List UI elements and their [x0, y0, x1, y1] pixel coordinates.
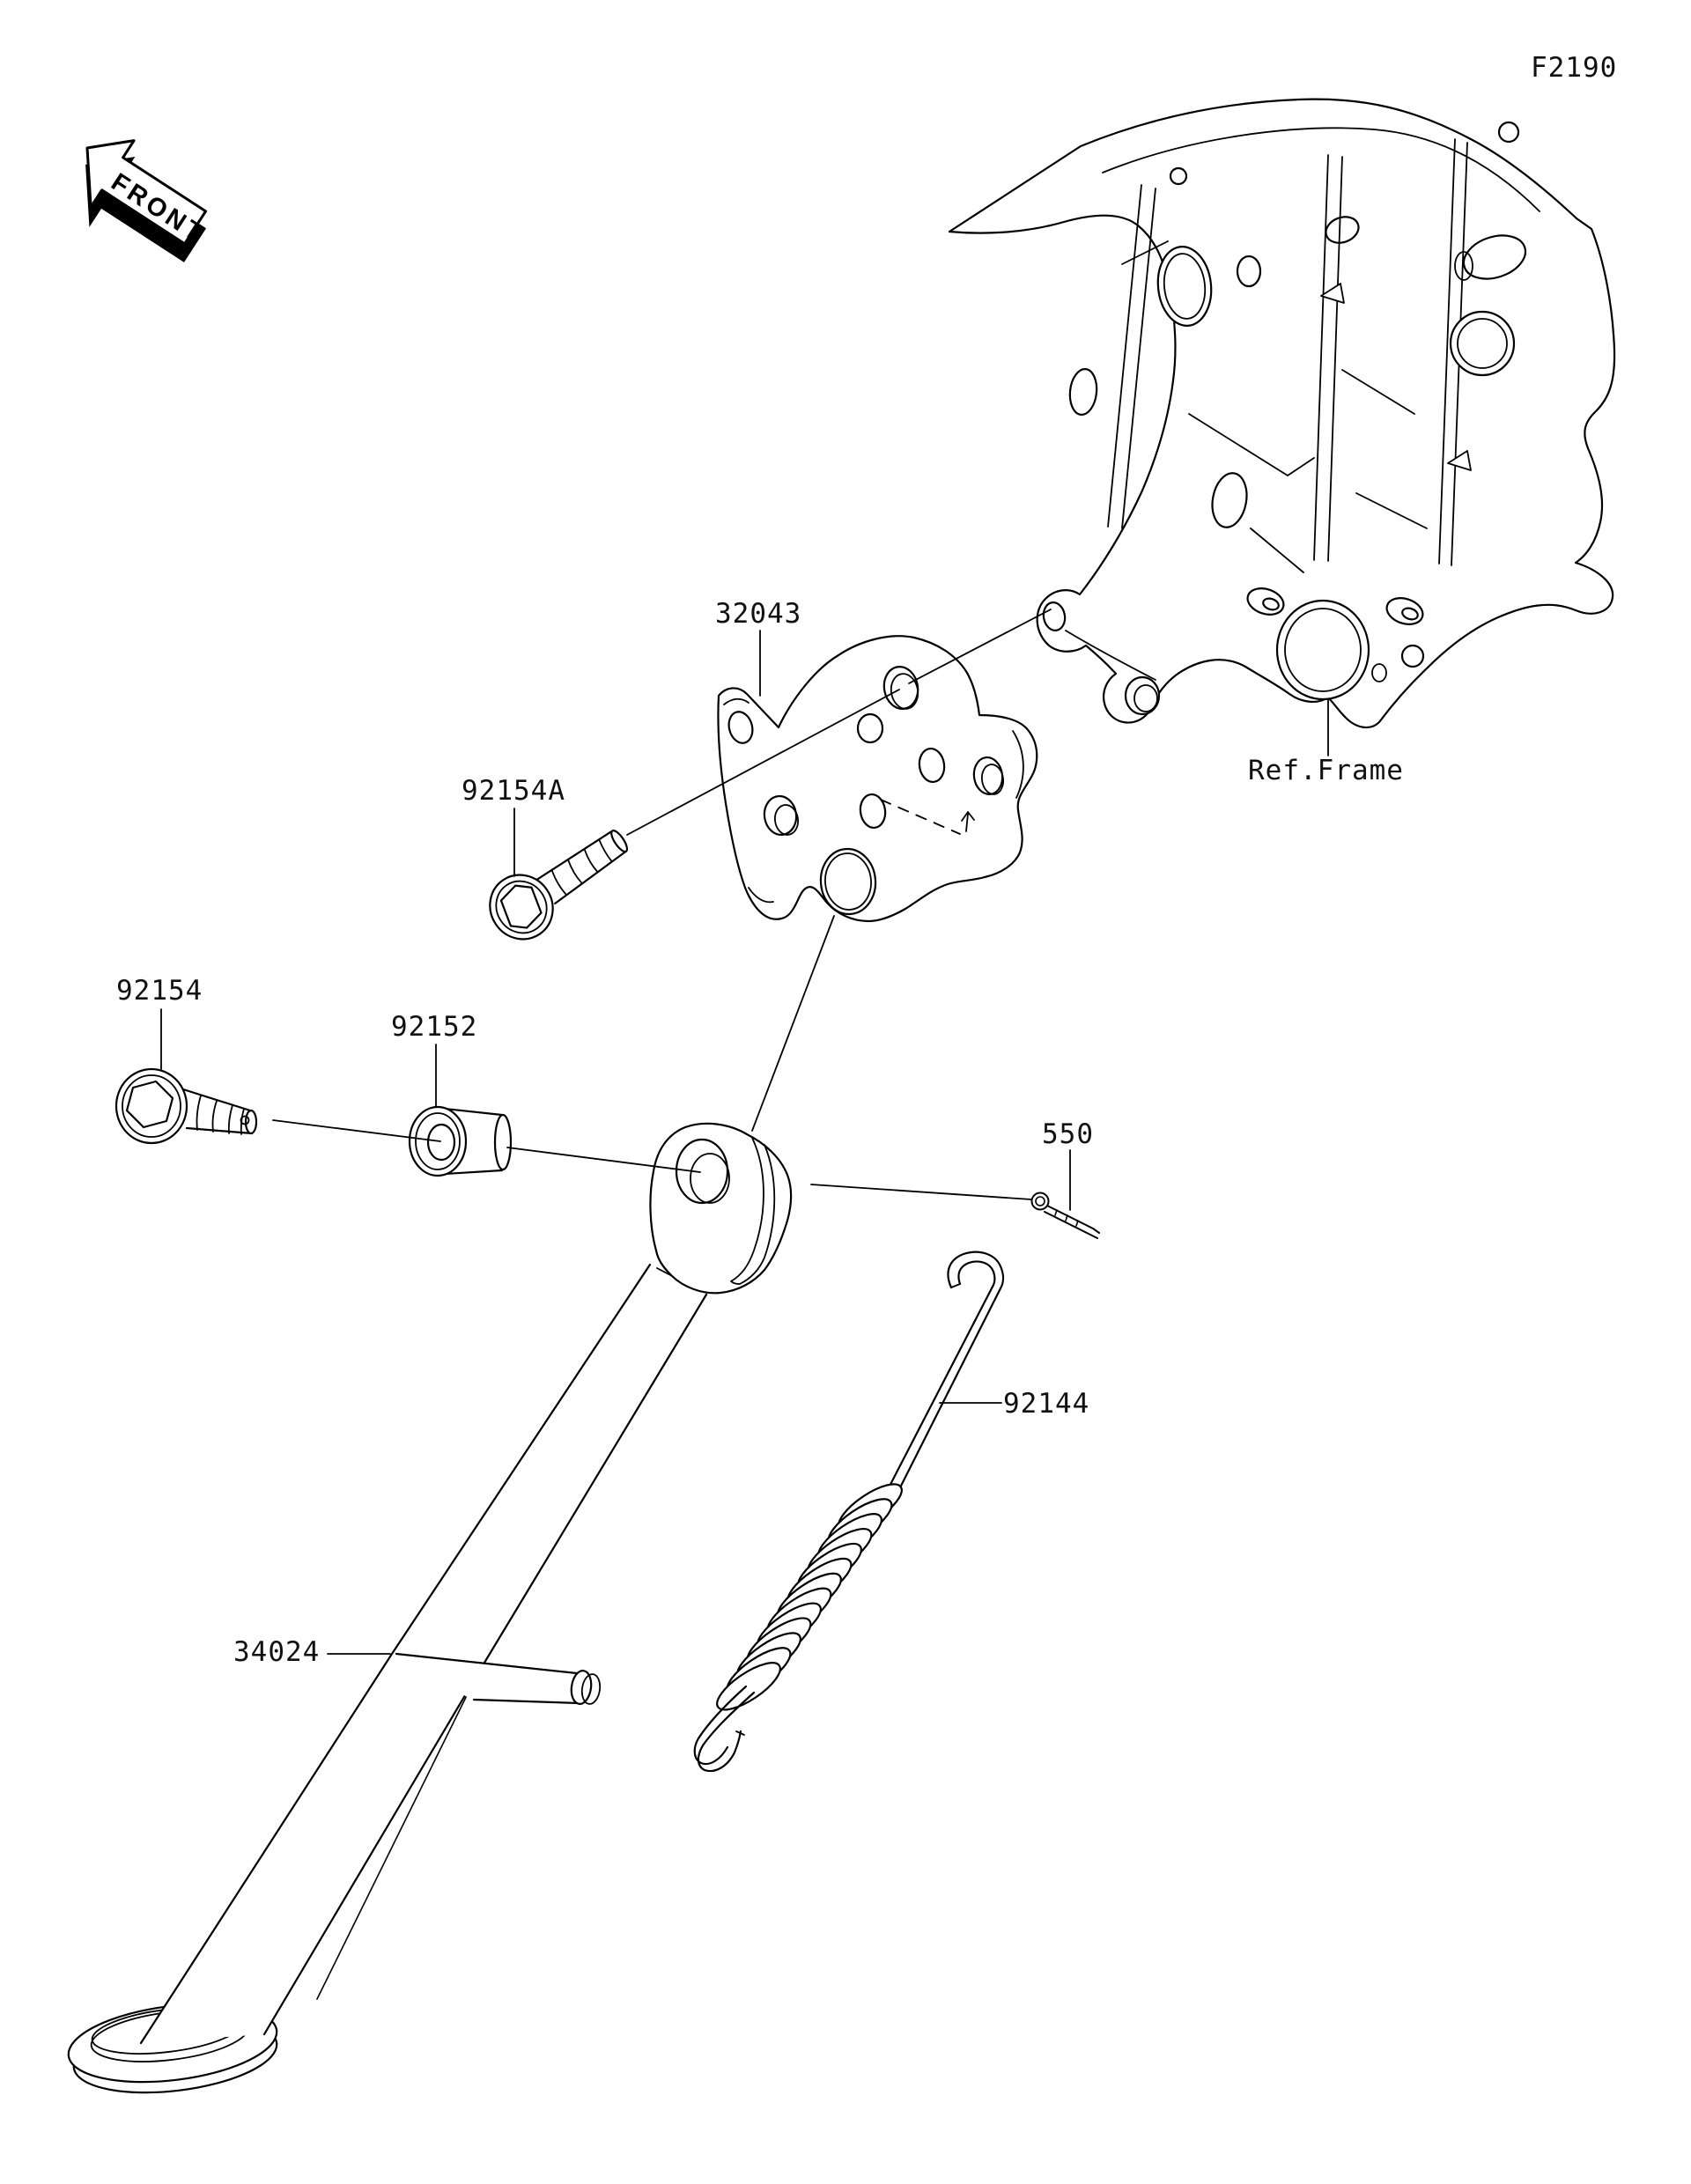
bracket-drawing [717, 635, 1038, 923]
part-label-550[interactable]: 550 [1042, 1118, 1094, 1150]
front-arrow-face [85, 139, 208, 246]
part-label-92154[interactable]: 92154 [116, 975, 203, 1007]
leader-lines [160, 609, 1329, 1655]
part-label-32043[interactable]: 32043 [715, 598, 802, 630]
frame-drawing [948, 98, 1616, 729]
part-label-92152[interactable]: 92152 [391, 1011, 478, 1043]
part-label-34024[interactable]: 34024 [233, 1636, 321, 1668]
bolt-92154a-drawing [489, 830, 629, 941]
front-direction-arrow: FRONT [85, 139, 210, 262]
spring-drawing [693, 1251, 1005, 1773]
part-label-92144[interactable]: 92144 [1003, 1388, 1090, 1420]
part-label-92154a[interactable]: 92154A [462, 775, 565, 807]
collar-drawing [408, 1105, 513, 1177]
bolt-92154-drawing [114, 1067, 258, 1145]
cotter-pin-drawing [1030, 1192, 1100, 1239]
diagram-code: F2190 [1531, 52, 1618, 84]
ref-frame-label: Ref.Frame [1248, 755, 1404, 786]
side-stand-drawing [67, 1122, 793, 2094]
